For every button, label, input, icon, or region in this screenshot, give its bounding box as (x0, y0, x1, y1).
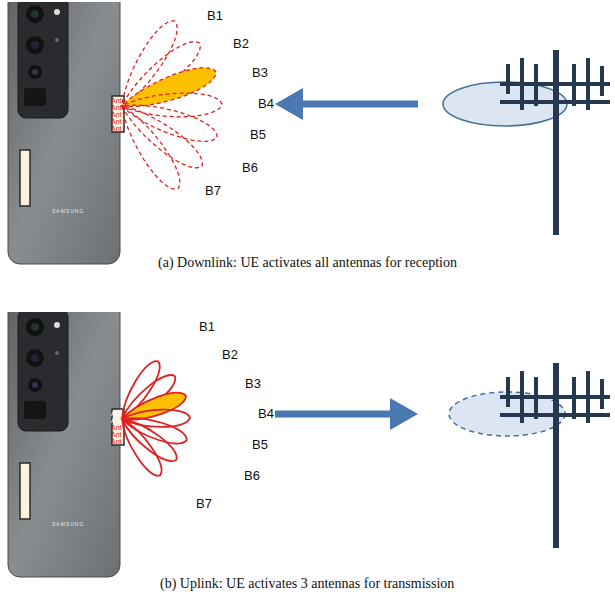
antenna-label: Ant (111, 438, 122, 445)
phone (8, 301, 124, 577)
arrow (275, 411, 392, 418)
beam-label: B7 (205, 184, 221, 197)
beam-label: B2 (222, 348, 238, 361)
antenna-label: Ant (111, 104, 122, 111)
beam-label: B6 (244, 469, 260, 482)
base-station (500, 363, 610, 548)
caption: (b) Uplink: UE activates 3 antennas for … (160, 577, 454, 591)
beam-lobes (122, 361, 190, 476)
beam-label: B1 (207, 9, 223, 22)
arrow-head (275, 88, 303, 120)
brand-label: SAMSUNG (52, 209, 84, 214)
beam-lobe (122, 68, 216, 107)
antenna-label: Ant (111, 111, 122, 118)
arrow-head (390, 398, 418, 430)
caption: (a) Downlink: UE activates all antennas … (158, 256, 457, 270)
beam-label: B3 (245, 377, 261, 390)
beam-label: B2 (233, 37, 249, 50)
antenna-label: Ant (111, 97, 122, 104)
beam-label: B5 (252, 438, 268, 451)
beam-label: B6 (242, 161, 258, 174)
antenna-label: Ant (111, 410, 122, 417)
beam-lobes (122, 21, 222, 189)
beam-lobe (122, 106, 180, 189)
beam-label: B4 (258, 97, 274, 110)
beam-label: B5 (250, 128, 266, 141)
beam-label: B1 (199, 320, 215, 333)
antenna-label: Ant (111, 431, 122, 438)
antenna-label: Ant (111, 417, 122, 424)
antenna-label: Ant (111, 118, 122, 125)
antenna-label: Ant (111, 125, 122, 132)
brand-label: SAMSUNG (52, 522, 84, 527)
antenna-label: Ant (111, 424, 122, 431)
beam-label: B4 (258, 407, 274, 420)
beam-lobe (122, 419, 162, 476)
beam-label: B3 (252, 66, 268, 79)
phone (8, 0, 124, 264)
base-station (500, 50, 610, 235)
beam-lobe (122, 105, 217, 141)
beam-lobe (122, 93, 222, 117)
beam-label: B7 (196, 497, 212, 510)
arrow (300, 101, 418, 108)
beam-lobe (122, 106, 202, 168)
